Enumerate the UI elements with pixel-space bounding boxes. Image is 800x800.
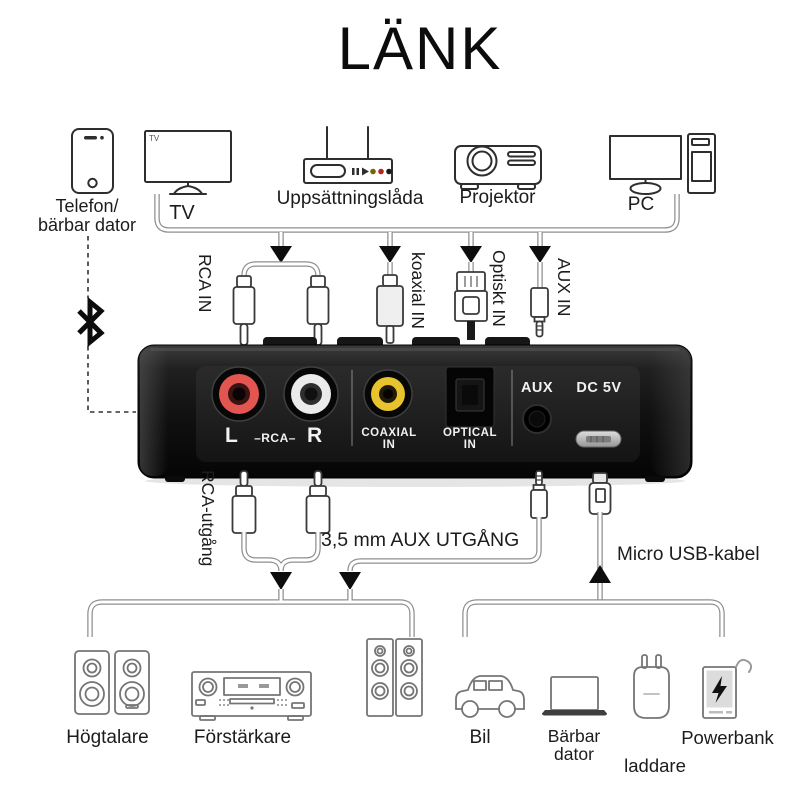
arrow-down-icon <box>270 572 292 590</box>
panel-rca-left-label: L <box>225 424 239 447</box>
panel-coaxial-label-line2: IN <box>382 439 396 451</box>
coaxial-in-label: koaxial IN <box>408 252 428 329</box>
tv-icon <box>144 130 232 195</box>
projector-label: Projektor <box>459 187 536 208</box>
projector-icon <box>454 145 542 190</box>
optical-port <box>445 366 495 428</box>
laptop-icon <box>542 676 607 716</box>
panel-aux-label: AUX <box>520 380 554 396</box>
phone-icon <box>71 128 114 194</box>
rca-output-plugs-icon <box>231 470 331 534</box>
aux-in-label: AUX IN <box>554 258 574 317</box>
speakers-label: Högtalare <box>66 727 149 748</box>
coaxial-plug-icon <box>376 274 404 344</box>
input-cable-bracket <box>157 194 677 289</box>
arrow-up-icon <box>589 565 611 583</box>
car-label: Bil <box>469 727 491 748</box>
aux-plug-icon <box>530 287 549 338</box>
laptop-label-line2: dator <box>554 744 594 764</box>
coaxial-port-yellow <box>363 369 413 419</box>
rca-plug-pair-icon <box>232 275 330 346</box>
speakers-icon <box>74 650 150 715</box>
bluetooth-link <box>77 236 136 413</box>
amplifier-icon <box>191 671 312 721</box>
lightning-bolt-icon <box>712 676 727 703</box>
bluetooth-icon <box>77 296 105 348</box>
optical-plug-icon <box>454 271 488 340</box>
laptop-label-line1: Bärbar <box>547 726 601 746</box>
panel-optical-label-line1: OPTICAL <box>443 427 497 439</box>
usb-cable-label: Micro USB-kabel <box>617 544 760 565</box>
settop-box-label: Uppsättningslåda <box>276 188 424 209</box>
receiver-device <box>137 337 693 487</box>
panel-coaxial-label-line1: COAXIAL <box>361 427 417 439</box>
tv-label: TV <box>169 202 195 224</box>
tower-speakers-icon <box>366 638 423 717</box>
arrow-down-icon <box>379 246 401 263</box>
arrow-down-icon <box>460 246 482 263</box>
panel-power-label: DC 5V <box>576 380 622 396</box>
optical-in-label: Optiskt IN <box>489 250 509 327</box>
powerbank-icon <box>702 658 753 719</box>
micro-usb-plug-icon <box>588 472 612 515</box>
phone-label-line2: bärbar dator <box>37 215 137 235</box>
rca-port-red <box>211 366 267 422</box>
micro-usb-port <box>575 430 622 448</box>
aux-output-plug-icon <box>530 470 548 519</box>
arrow-down-icon <box>529 246 551 263</box>
output-cables <box>90 512 722 637</box>
rca-port-white <box>283 366 339 422</box>
arrow-down-icon <box>339 572 361 590</box>
aux-port <box>522 404 552 434</box>
car-icon <box>455 675 525 718</box>
pc-icon <box>609 133 716 195</box>
powerbank-label: Powerbank <box>681 727 774 748</box>
panel-rca-right-label: R <box>307 424 323 447</box>
aux-out-label: 3,5 mm AUX UTGÅNG <box>321 529 520 551</box>
phone-label-line1: Telefon/ <box>55 196 119 216</box>
page-title: LÄNK <box>337 15 503 82</box>
charger-label: laddare <box>624 755 686 776</box>
rca-out-label: RCA-utgång <box>198 470 218 567</box>
arrow-down-icon <box>270 246 292 263</box>
charger-icon <box>633 654 670 719</box>
amplifier-label: Förstärkare <box>193 727 292 748</box>
tv-screen-tag: TV <box>149 134 160 143</box>
panel-optical-label-line2: IN <box>463 439 477 451</box>
panel-rca-mid-label: –RCA– <box>254 431 296 445</box>
pc-label: PC <box>627 194 655 215</box>
settop-box-icon <box>303 126 393 184</box>
rca-in-label: RCA IN <box>195 254 215 313</box>
